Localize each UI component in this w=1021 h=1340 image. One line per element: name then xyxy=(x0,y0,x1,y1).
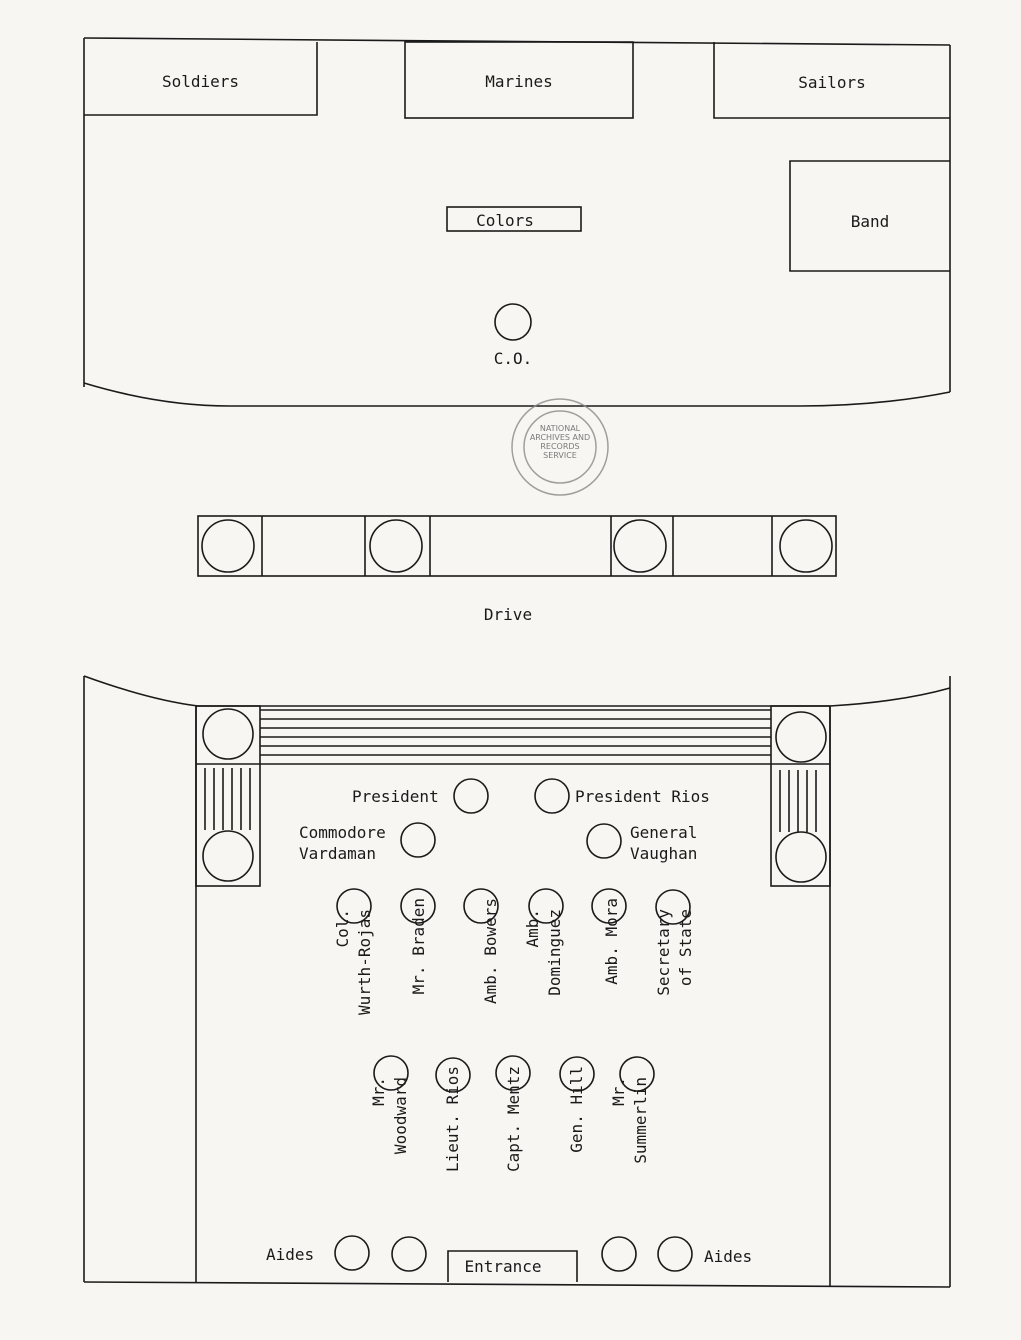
commodore-vardaman-label: Commodore Vardaman xyxy=(299,823,386,863)
seat-aide-1 xyxy=(334,1235,370,1271)
seat-row3-4 xyxy=(528,888,564,924)
left-pillar xyxy=(195,705,261,887)
drive-label: Drive xyxy=(483,605,533,624)
seat-aide-3 xyxy=(601,1236,637,1272)
row3-label-6: Secretary of State xyxy=(654,909,695,996)
seat-row3-2 xyxy=(400,888,436,924)
drive-circle-4 xyxy=(779,519,833,573)
seat-row3-3 xyxy=(463,888,499,924)
seat-row3-5 xyxy=(591,888,627,924)
row4-label-1: Mr. Woodward xyxy=(369,1077,410,1155)
stamp-ring xyxy=(511,398,609,496)
aides-left-label: Aides xyxy=(266,1245,315,1264)
row4-label-4: Gen. Hill xyxy=(567,1066,586,1153)
frame-bottom-line xyxy=(83,1281,951,1288)
seat-row3-6 xyxy=(655,889,691,925)
stamp-inner-ring xyxy=(523,410,597,484)
entrance-box xyxy=(447,1250,578,1282)
seat-row3-1 xyxy=(336,888,372,924)
row4-label-3: Capt. Mentz xyxy=(504,1066,523,1172)
drive-circle-3 xyxy=(613,519,667,573)
seat-president-rios xyxy=(534,778,570,814)
drive-circle-2 xyxy=(369,519,423,573)
co-circle xyxy=(494,303,532,341)
colors-box xyxy=(446,206,582,232)
row3-label-1: Col. Wurth-Rojas xyxy=(333,909,374,1015)
seat-row4-5 xyxy=(619,1056,655,1092)
row4-label-2: Lieut. Rios xyxy=(443,1066,462,1172)
lower-drive-curve xyxy=(83,675,951,707)
drive-barrier xyxy=(197,515,837,577)
row3-label-3: Amb. Bowers xyxy=(481,898,500,1004)
drive-circle-1 xyxy=(201,519,255,573)
seat-general-vaughan xyxy=(586,823,622,859)
seat-aide-2 xyxy=(391,1236,427,1272)
pillar-circle-top-left xyxy=(202,708,254,760)
soldiers-label: Soldiers xyxy=(161,72,240,91)
sailors-box xyxy=(713,42,950,119)
president-rios-label: President Rios xyxy=(575,787,710,806)
stamp-text: NATIONAL ARCHIVES AND RECORDS SERVICE xyxy=(529,424,591,460)
soldiers-box xyxy=(84,42,318,116)
general-vaughan-label: General Vaughan xyxy=(630,823,698,863)
archive-stamp xyxy=(511,398,609,496)
entrance-label: Entrance xyxy=(464,1257,542,1276)
pillar-circle-bottom-left xyxy=(202,830,254,882)
row3-label-2: Mr. Braden xyxy=(409,898,428,995)
pillar-circle-bottom-right xyxy=(775,831,827,883)
band-label: Band xyxy=(850,212,890,231)
marines-box xyxy=(404,41,634,119)
seat-row4-4 xyxy=(559,1056,595,1092)
seat-row4-3 xyxy=(495,1055,531,1091)
seat-aide-4 xyxy=(657,1236,693,1272)
pillar-circle-top-right xyxy=(775,711,827,763)
band-box xyxy=(789,160,950,272)
sailors-label: Sailors xyxy=(798,73,866,92)
right-pillar xyxy=(770,705,831,887)
colors-label: Colors xyxy=(476,211,534,230)
seat-president xyxy=(453,778,489,814)
marines-label: Marines xyxy=(485,72,553,91)
row3-label-4: Amb. Dominguez xyxy=(523,909,564,996)
aides-right-label: Aides xyxy=(704,1247,753,1266)
seat-commodore-vardaman xyxy=(400,822,436,858)
president-label: President xyxy=(352,787,439,806)
seat-row4-2 xyxy=(435,1057,471,1093)
co-label: C.O. xyxy=(493,349,533,368)
row4-label-5: Mr. Summerlin xyxy=(609,1077,650,1164)
upper-drive-curve xyxy=(83,382,951,407)
row3-label-5: Amb. Mora xyxy=(602,898,621,985)
seat-row4-1 xyxy=(373,1055,409,1091)
